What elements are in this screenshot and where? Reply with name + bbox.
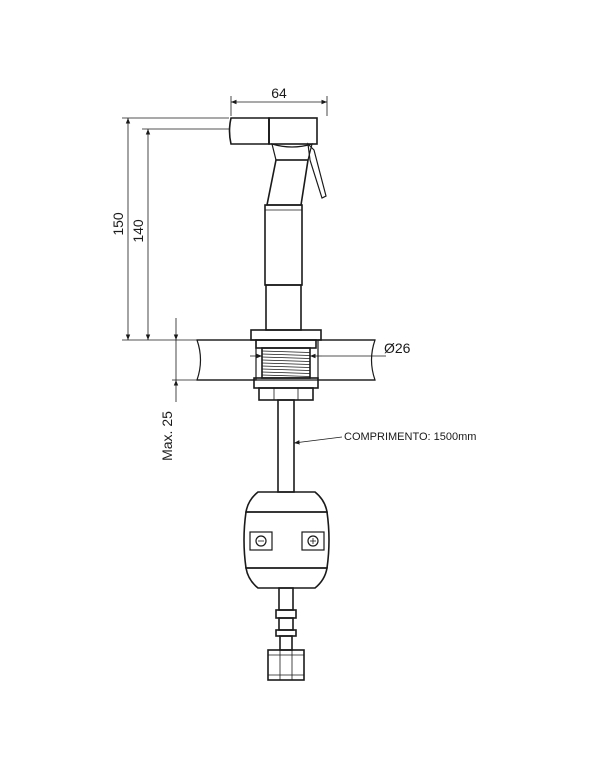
countertop-section [196,339,376,381]
dimension-label-140: 140 [130,219,146,243]
thread-line [261,356,311,359]
dimension-width-64: 64 [230,85,328,116]
base-flange [250,329,322,349]
weight-screw-left-icon [249,531,273,551]
dimension-label-64: 64 [271,85,287,101]
sprayer-handle [264,159,309,286]
dimension-label-150: 150 [110,212,126,236]
trigger-lever [307,142,327,199]
hose-weight [243,491,330,589]
dimension-label-diameter: Ø26 [384,340,411,356]
thread-line [261,374,311,377]
hose [277,399,295,493]
thread-line [261,365,311,368]
thread-line [261,371,311,374]
threaded-shank [261,347,311,379]
thread-line [261,362,311,365]
dimension-diameter-26: Ø26 [250,340,411,359]
thread-line [261,350,311,353]
hose-length-callout: COMPRIMENTO: 1500mm [293,431,476,445]
hose-length-label: COMPRIMENTO: 1500mm [344,431,476,443]
thread-line [261,368,311,371]
dimension-height-150: 150 [110,117,229,341]
bottom-connector [275,587,297,651]
dimension-label-max-thickness: Max. 25 [159,411,175,461]
thread-line [261,353,311,356]
dimension-height-140: 140 [130,128,229,340]
thread-line [261,359,311,362]
holder-column [265,284,302,331]
sprayer-head [228,117,318,161]
bottom-hex-nut [267,649,305,681]
weight-screw-right-icon [301,531,325,551]
lock-nut [253,377,319,401]
dimension-max-25: Max. 25 [159,318,197,461]
